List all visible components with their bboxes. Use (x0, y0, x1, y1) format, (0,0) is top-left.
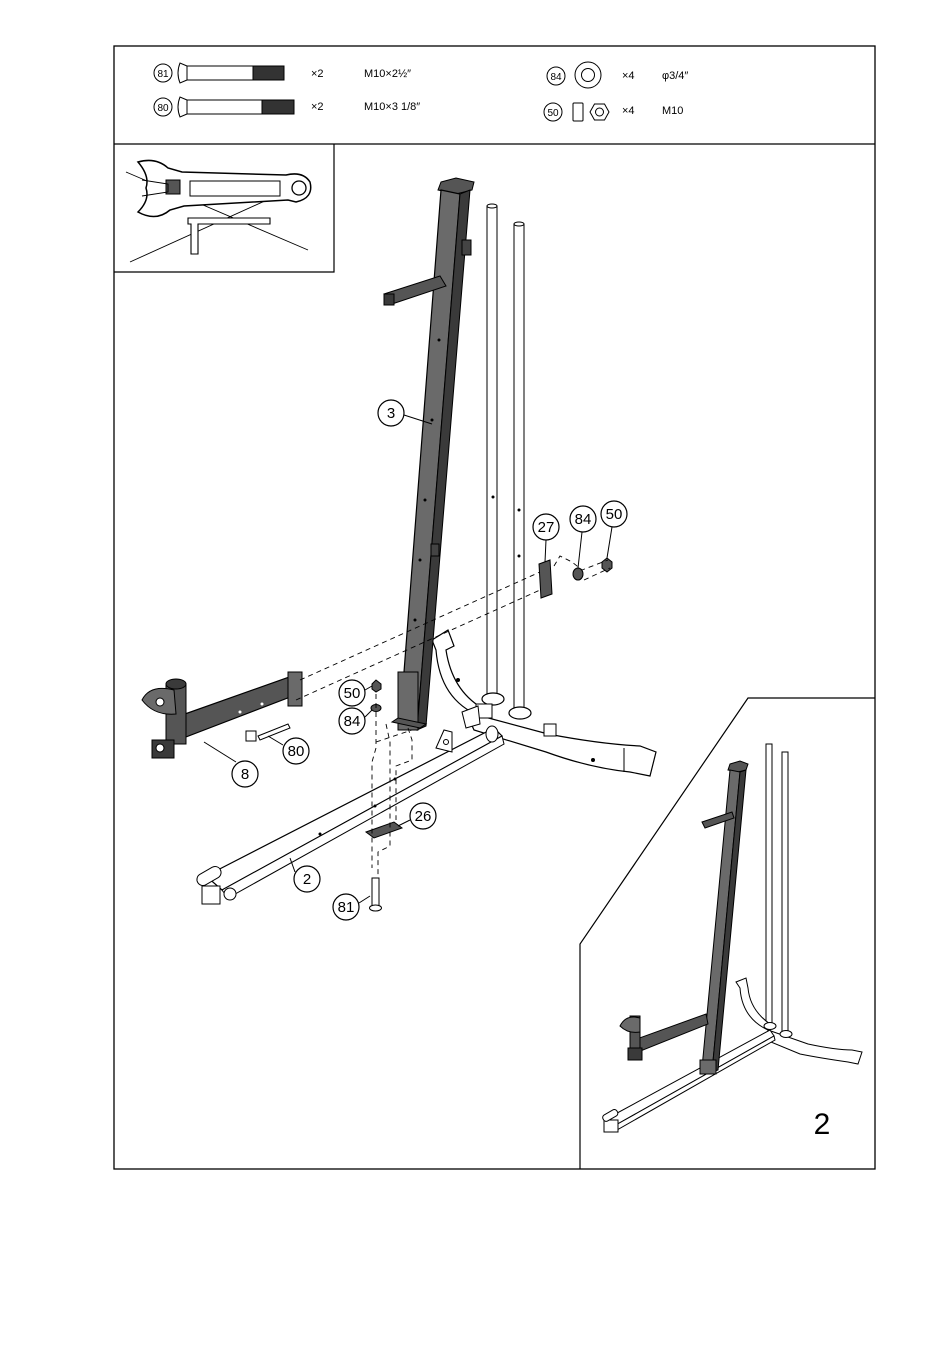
hardware-part-number: 80 (157, 103, 169, 114)
hardware-spec: M10×3 1/8″ (364, 101, 420, 113)
bolt-80-head (178, 97, 187, 117)
svg-text:27: 27 (538, 519, 555, 536)
svg-text:2: 2 (303, 871, 311, 888)
guide-rod-left (487, 206, 497, 698)
hardware-qty: ×4 (622, 70, 635, 82)
bolt-80-shank (187, 100, 262, 114)
svg-text:81: 81 (338, 899, 355, 916)
svg-text:80: 80 (288, 743, 305, 760)
bolt-81-shank (187, 66, 253, 80)
hardware-spec: M10×2½″ (364, 68, 411, 80)
hardware-spec: M10 (662, 105, 683, 117)
bracket-27 (539, 560, 552, 598)
svg-text:84: 84 (344, 713, 361, 730)
bolt-80-thread (262, 100, 294, 114)
hardware-spec: φ3/4″ (662, 70, 688, 82)
svg-text:50: 50 (344, 685, 361, 702)
hardware-qty: ×2 (311, 68, 324, 80)
bolt-81-head (178, 63, 187, 83)
svg-text:8: 8 (241, 766, 249, 783)
hardware-part-number: 50 (547, 108, 559, 119)
nut-side-icon (573, 103, 583, 121)
hardware-qty: ×4 (622, 105, 635, 117)
svg-text:84: 84 (575, 511, 592, 528)
svg-text:3: 3 (387, 405, 395, 422)
svg-text:26: 26 (415, 808, 432, 825)
hardware-part-number: 81 (157, 69, 169, 80)
bolt-81-thread (253, 66, 284, 80)
hardware-qty: ×2 (311, 101, 324, 113)
guide-rod-right (514, 224, 524, 710)
svg-text:50: 50 (606, 506, 623, 523)
step-number: 2 (814, 1108, 831, 1141)
hardware-part-number: 84 (550, 72, 562, 83)
